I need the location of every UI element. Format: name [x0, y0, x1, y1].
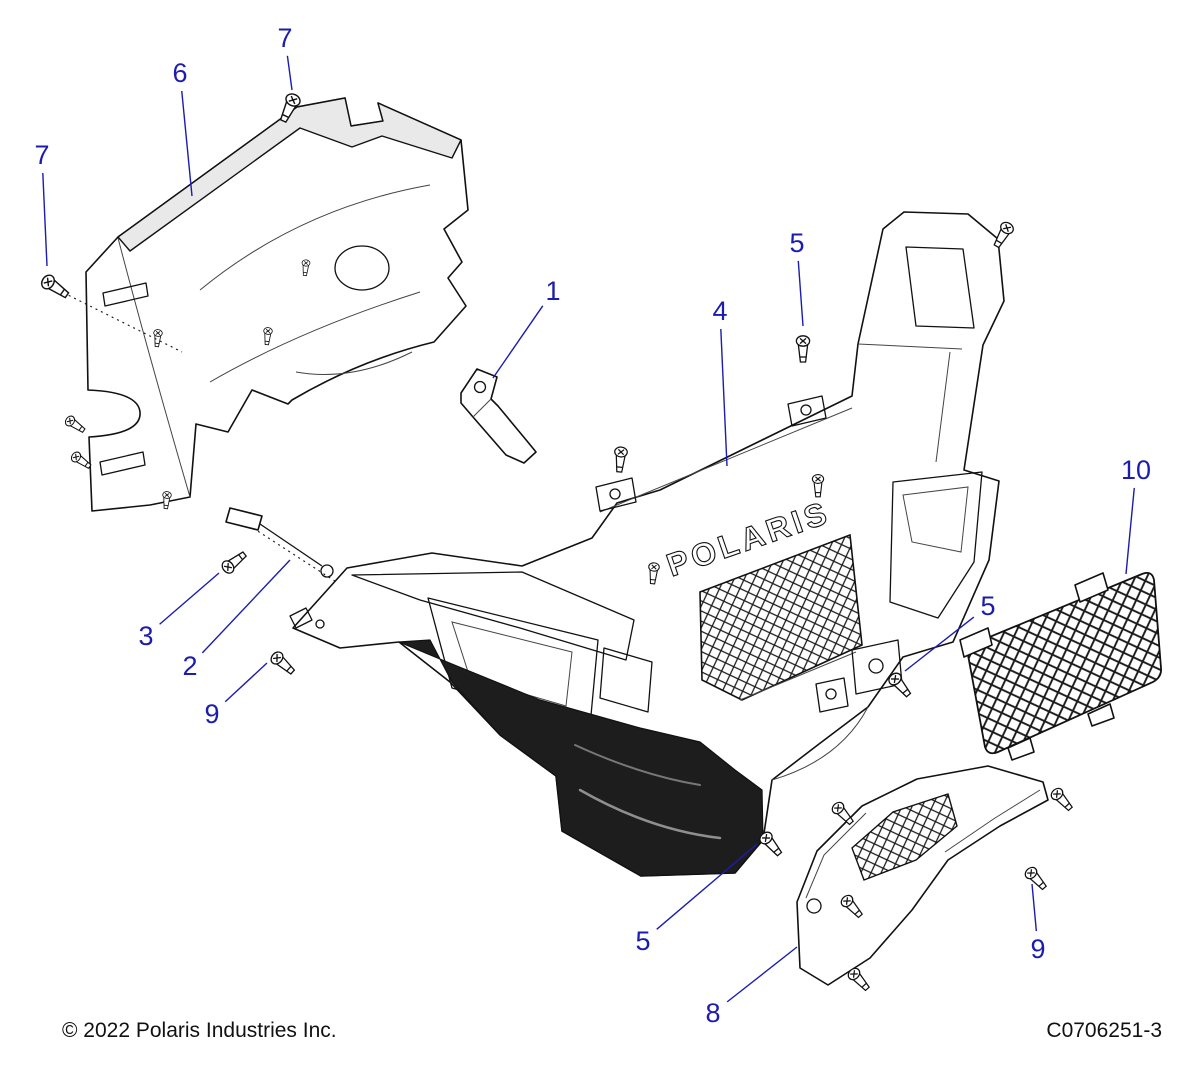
screw-3-icon [219, 548, 250, 577]
right-headlight-pocket [889, 471, 983, 619]
callout-label-4-4: 4 [712, 296, 727, 326]
right-headlight-recess [902, 486, 969, 553]
part-number: C0706251-3 [1046, 1019, 1162, 1042]
callout-label-3-7: 3 [138, 621, 153, 651]
callout-label-9-9: 9 [204, 699, 219, 729]
mount-panel-body [796, 765, 1049, 986]
callout-label-5-5: 5 [789, 228, 804, 258]
shroud-flap-line [295, 351, 413, 375]
bracket-body [460, 368, 537, 464]
callout-leader-2-8 [201, 559, 291, 654]
callout-label-7-2: 7 [34, 140, 49, 170]
callout-leader-9-13 [1031, 883, 1038, 932]
callout-label-1-3: 1 [545, 276, 560, 306]
shroud-slot-upper [102, 282, 149, 307]
grille-insert-part [959, 571, 1162, 761]
bracket-fold-line [472, 398, 492, 418]
callout-leader-4-4 [720, 328, 728, 467]
callout-leader-5-10 [904, 616, 975, 672]
callout-leader-1-3 [492, 305, 544, 379]
screw-icon [612, 445, 629, 474]
screw-9-icon [268, 648, 298, 678]
shroud-arch-line-upper [199, 184, 431, 291]
grille-insert-foot [1007, 737, 1035, 761]
mount-bracket-part [460, 368, 537, 464]
callout-leader-5-11 [656, 843, 758, 930]
shroud-slot-lower [99, 451, 146, 476]
callout-leader-5-5 [797, 260, 804, 327]
callout-leader-9-9 [224, 662, 268, 703]
callout-label-9-13: 9 [1030, 934, 1045, 964]
bumper-lower-contour [739, 651, 869, 781]
bracket-hole [473, 380, 487, 394]
mount-panel-flange-line [805, 789, 1041, 899]
mount-panel-mesh [851, 793, 958, 881]
grille-insert-body [966, 571, 1162, 755]
screw-icon [1048, 785, 1076, 814]
callout-label-5-11: 5 [635, 926, 650, 956]
callout-label-8-12: 8 [705, 998, 720, 1028]
bumper-lower-tab-hole [868, 658, 884, 674]
bumper-wing-window [905, 246, 975, 329]
bumper-tab [595, 477, 637, 512]
callout-leader-7-0 [286, 55, 293, 91]
front-bumper-part: POLARIS [289, 211, 1005, 877]
edge-screw-icon [63, 413, 88, 436]
grille-insert-tab [959, 627, 993, 658]
grille-insert-tab [1074, 572, 1109, 603]
callout-label-7-0: 7 [277, 23, 292, 53]
bumper-lower-dark-section [398, 639, 764, 877]
callout-label-10-6: 10 [1121, 455, 1151, 485]
bumper-tip-tab [289, 607, 313, 629]
callout-leader-3-7 [159, 572, 220, 625]
callout-label-2-8: 2 [182, 651, 197, 681]
left-headlight-pocket [351, 571, 635, 661]
screw-9-icon [1022, 864, 1050, 893]
shroud-hole [334, 245, 390, 291]
grille-insert-foot [1087, 703, 1115, 727]
bumper-tab-hole [800, 404, 812, 416]
copyright-text: © 2022 Polaris Industries Inc. [62, 1019, 337, 1042]
shroud-body [85, 97, 469, 512]
latch-rod-hook [320, 564, 334, 578]
screw-icon [990, 219, 1016, 251]
latch-rod-head [225, 507, 263, 531]
left-headlight-step [451, 621, 573, 707]
screw-5-icon [795, 335, 811, 363]
left-pocket-side-box [599, 647, 653, 713]
bumper-lower-bracket-hole [825, 688, 837, 700]
shroud-arch-line-lower [209, 291, 421, 383]
callout-leader-10-6 [1125, 487, 1135, 575]
callout-label-5-10: 5 [980, 591, 995, 621]
mount-panel-hole [806, 898, 822, 914]
bumper-grille-mesh [699, 533, 863, 701]
shroud-top-flange [117, 97, 462, 252]
callout-leader-7-2 [42, 172, 48, 267]
bumper-lower-bracket [815, 677, 849, 713]
shroud-part [63, 97, 469, 512]
latch-rod-shaft [259, 523, 323, 567]
callout-leader-8-12 [726, 946, 798, 1003]
latch-rod-part [225, 507, 334, 578]
shroud-fold-line [117, 237, 191, 498]
bumper-wing-edge [857, 343, 963, 463]
lower-mount-panel-part [796, 765, 1049, 986]
dark-section-highlight [578, 788, 722, 840]
bumper-tab-hole [609, 488, 621, 500]
callout-label-6-1: 6 [172, 58, 187, 88]
bumper-tab [787, 395, 827, 427]
dark-section-highlight [574, 744, 701, 786]
bumper-top-band [599, 407, 853, 513]
bumper-tip-hole [315, 619, 325, 629]
screw-7-icon [38, 272, 72, 302]
callout-leader-6-1 [181, 90, 193, 197]
alignment-dotted-line [57, 289, 183, 353]
